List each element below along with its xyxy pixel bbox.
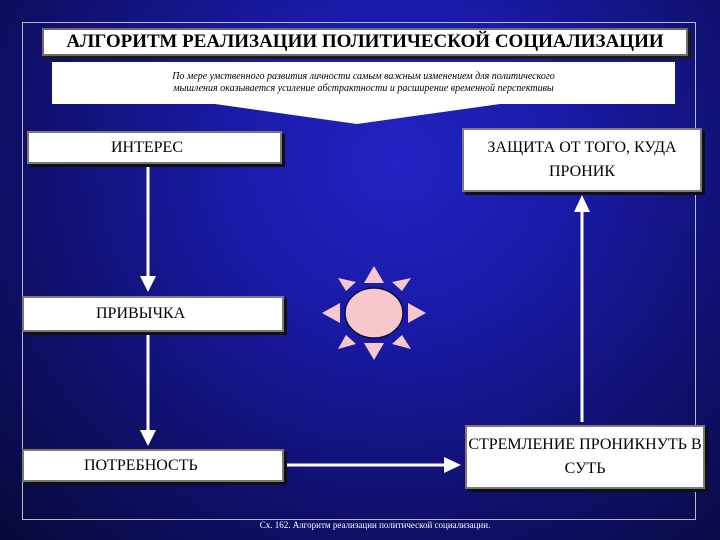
node-interest-label: ИНТЕРЕС (111, 138, 183, 156)
diagram-title: АЛГОРИТМ РЕАЛИЗАЦИИ ПОЛИТИЧЕСКОЙ СОЦИАЛИ… (42, 28, 688, 56)
node-need-label: ПОТРЕБНОСТЬ (84, 456, 198, 474)
node-interest: ИНТЕРЕС (27, 131, 282, 164)
node-habit-label: ПРИВЫЧКА (96, 305, 186, 322)
slide-frame (22, 22, 696, 520)
node-need: ПОТРЕБНОСТЬ (22, 449, 284, 482)
node-striving: СТРЕМЛЕНИЕ ПРОНИКНУТЬ В СУТЬ (465, 425, 705, 489)
figure-caption: Сх. 162. Алгоритм реализации политическо… (259, 520, 491, 530)
node-protection: ЗАЩИТА ОТ ТОГО, КУДА ПРОНИК (462, 128, 702, 192)
diagram-subtitle: По мере умственного развития личности са… (52, 62, 675, 104)
node-striving-label: СТРЕМЛЕНИЕ ПРОНИКНУТЬ В СУТЬ (468, 436, 702, 477)
node-protection-label: ЗАЩИТА ОТ ТОГО, КУДА ПРОНИК (487, 139, 677, 180)
node-habit: ПРИВЫЧКА (22, 296, 284, 332)
